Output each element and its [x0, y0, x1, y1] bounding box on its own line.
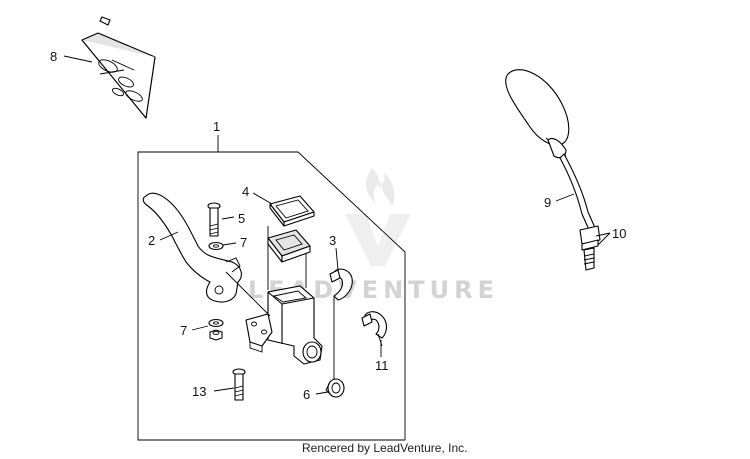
part-8-parts-packet [81, 16, 156, 119]
part-5-bolt [207, 202, 221, 237]
callout-3: 3 [329, 233, 336, 248]
leader-13 [213, 387, 235, 392]
callout-2: 2 [148, 233, 155, 248]
part-4-diaphragm [267, 229, 311, 263]
part-9-mirror [505, 69, 601, 271]
leader-7-lower [191, 325, 209, 331]
part-11-clamp [361, 311, 388, 347]
callout-7-upper: 7 [240, 235, 247, 250]
callout-10: 10 [612, 226, 626, 241]
footer-credit: Rencered by LeadVenture, Inc. [302, 441, 467, 455]
part-6-cap [325, 378, 345, 398]
part-2-brake-lever [142, 192, 242, 303]
callout-4: 4 [242, 184, 249, 199]
callout-6: 6 [303, 387, 310, 402]
leader-4 [252, 192, 273, 205]
part-1-master-cylinder [245, 285, 323, 365]
part-13-bolt [232, 368, 246, 401]
leadventure-flame-logo-icon [345, 168, 411, 266]
leader-6 [315, 391, 329, 395]
leader-3 [335, 247, 339, 271]
leader-8 [63, 55, 93, 63]
part-3-clamp [329, 268, 353, 301]
assembly-frame [137, 151, 406, 441]
leader-10-upper [595, 232, 611, 237]
callout-9: 9 [544, 195, 551, 210]
part-7-washer-nut-lower [208, 318, 224, 341]
callout-8: 8 [50, 49, 57, 64]
callout-1: 1 [213, 119, 220, 134]
callout-5: 5 [238, 211, 245, 226]
callout-11: 11 [375, 358, 389, 373]
leader-7-upper [222, 242, 237, 246]
leader-2 [159, 231, 179, 241]
part-4-reservoir-cover [269, 195, 315, 227]
leader-10-lower [597, 232, 611, 246]
leader-9 [555, 193, 575, 202]
leader-5 [221, 216, 235, 220]
part-7-washer-upper [208, 241, 224, 251]
callout-13: 13 [192, 384, 206, 399]
callout-7-lower: 7 [180, 323, 187, 338]
leader-pivot [225, 271, 271, 317]
